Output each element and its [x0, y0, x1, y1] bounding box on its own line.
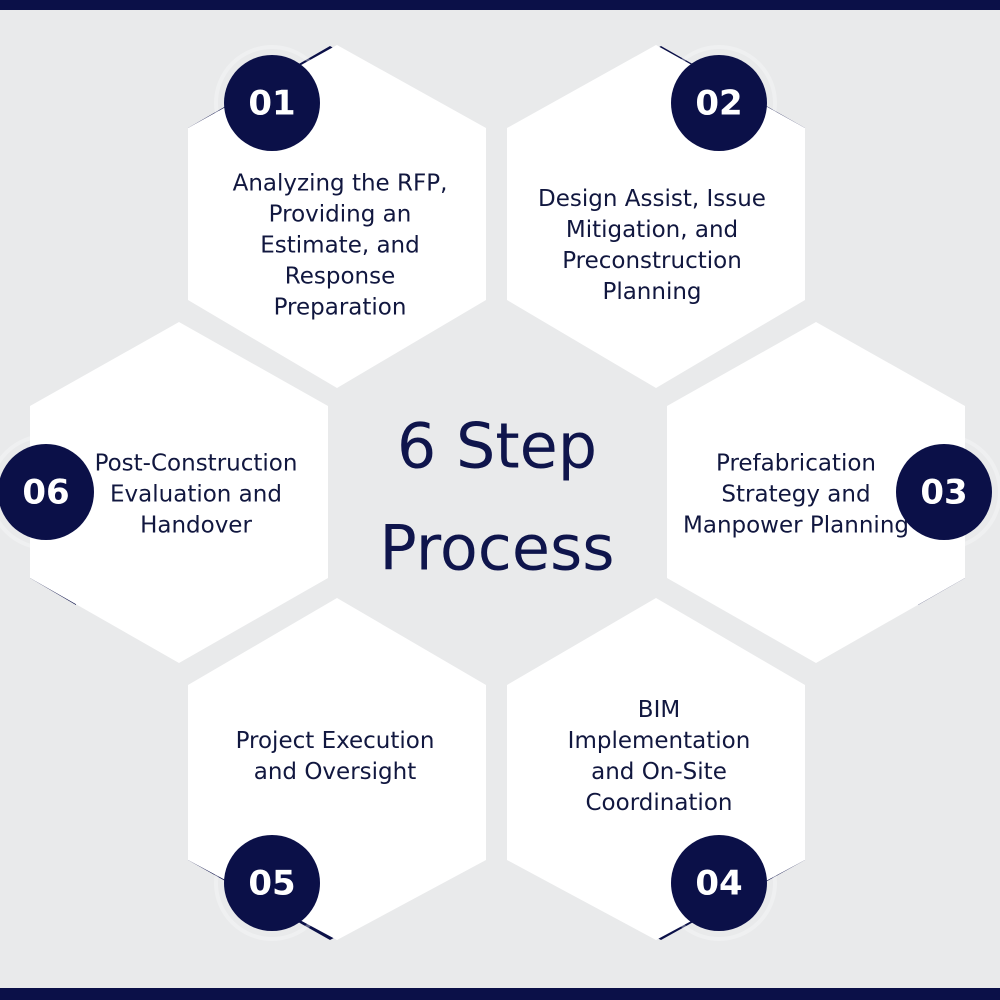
step-06-badge: [0, 444, 94, 540]
step-03-badge: [896, 444, 992, 540]
step-06-hexagon: [30, 322, 328, 663]
step-01-badge-ring: [214, 45, 330, 161]
step-05-group: 05: [188, 598, 486, 941]
step-05-badge-ring: [214, 825, 330, 941]
title-line-2: Process: [379, 511, 615, 585]
bottom-border: [0, 988, 1000, 1000]
step-04-badge: [671, 835, 767, 931]
step-05-number: 05: [248, 864, 295, 904]
step-03-number: 03: [920, 473, 967, 513]
step-01-number: 01: [248, 84, 295, 124]
step-06-label: Post-Construction Evaluation and Handove…: [94, 450, 298, 539]
step-06-badge-ring: [0, 434, 104, 550]
step-03-label: Prefabrication Strategy and Manpower Pla…: [683, 450, 909, 539]
step-02-badge: [671, 55, 767, 151]
step-05-label: Project Execution and Oversight: [235, 728, 435, 785]
step-03-hexagon: [667, 322, 965, 663]
step-03-badge-ring: [886, 434, 1000, 550]
title-line-1: 6 Step: [396, 409, 598, 483]
step-01-label: Analyzing the RFP, Providing an Estimate…: [232, 170, 448, 321]
step-02-number: 02: [695, 84, 742, 124]
step-06-group: 06: [0, 322, 328, 663]
step-01-group: 01: [188, 45, 486, 388]
step-04-number: 04: [695, 864, 742, 904]
step-02-badge-ring: [661, 45, 777, 161]
step-05-badge: [224, 835, 320, 931]
step-02-label: Design Assist, Issue Mitigation, and Pre…: [538, 186, 766, 305]
step-03-group: 03: [667, 322, 1000, 663]
step-04-label: BIM Implementation and On-Site Coordinat…: [567, 697, 751, 816]
step-01-badge: [224, 55, 320, 151]
step-04-badge-ring: [661, 825, 777, 941]
step-06-number: 06: [22, 473, 69, 513]
top-border: [0, 0, 1000, 10]
step-02-group: 02: [507, 45, 805, 388]
step-04-group: 04: [507, 598, 805, 941]
